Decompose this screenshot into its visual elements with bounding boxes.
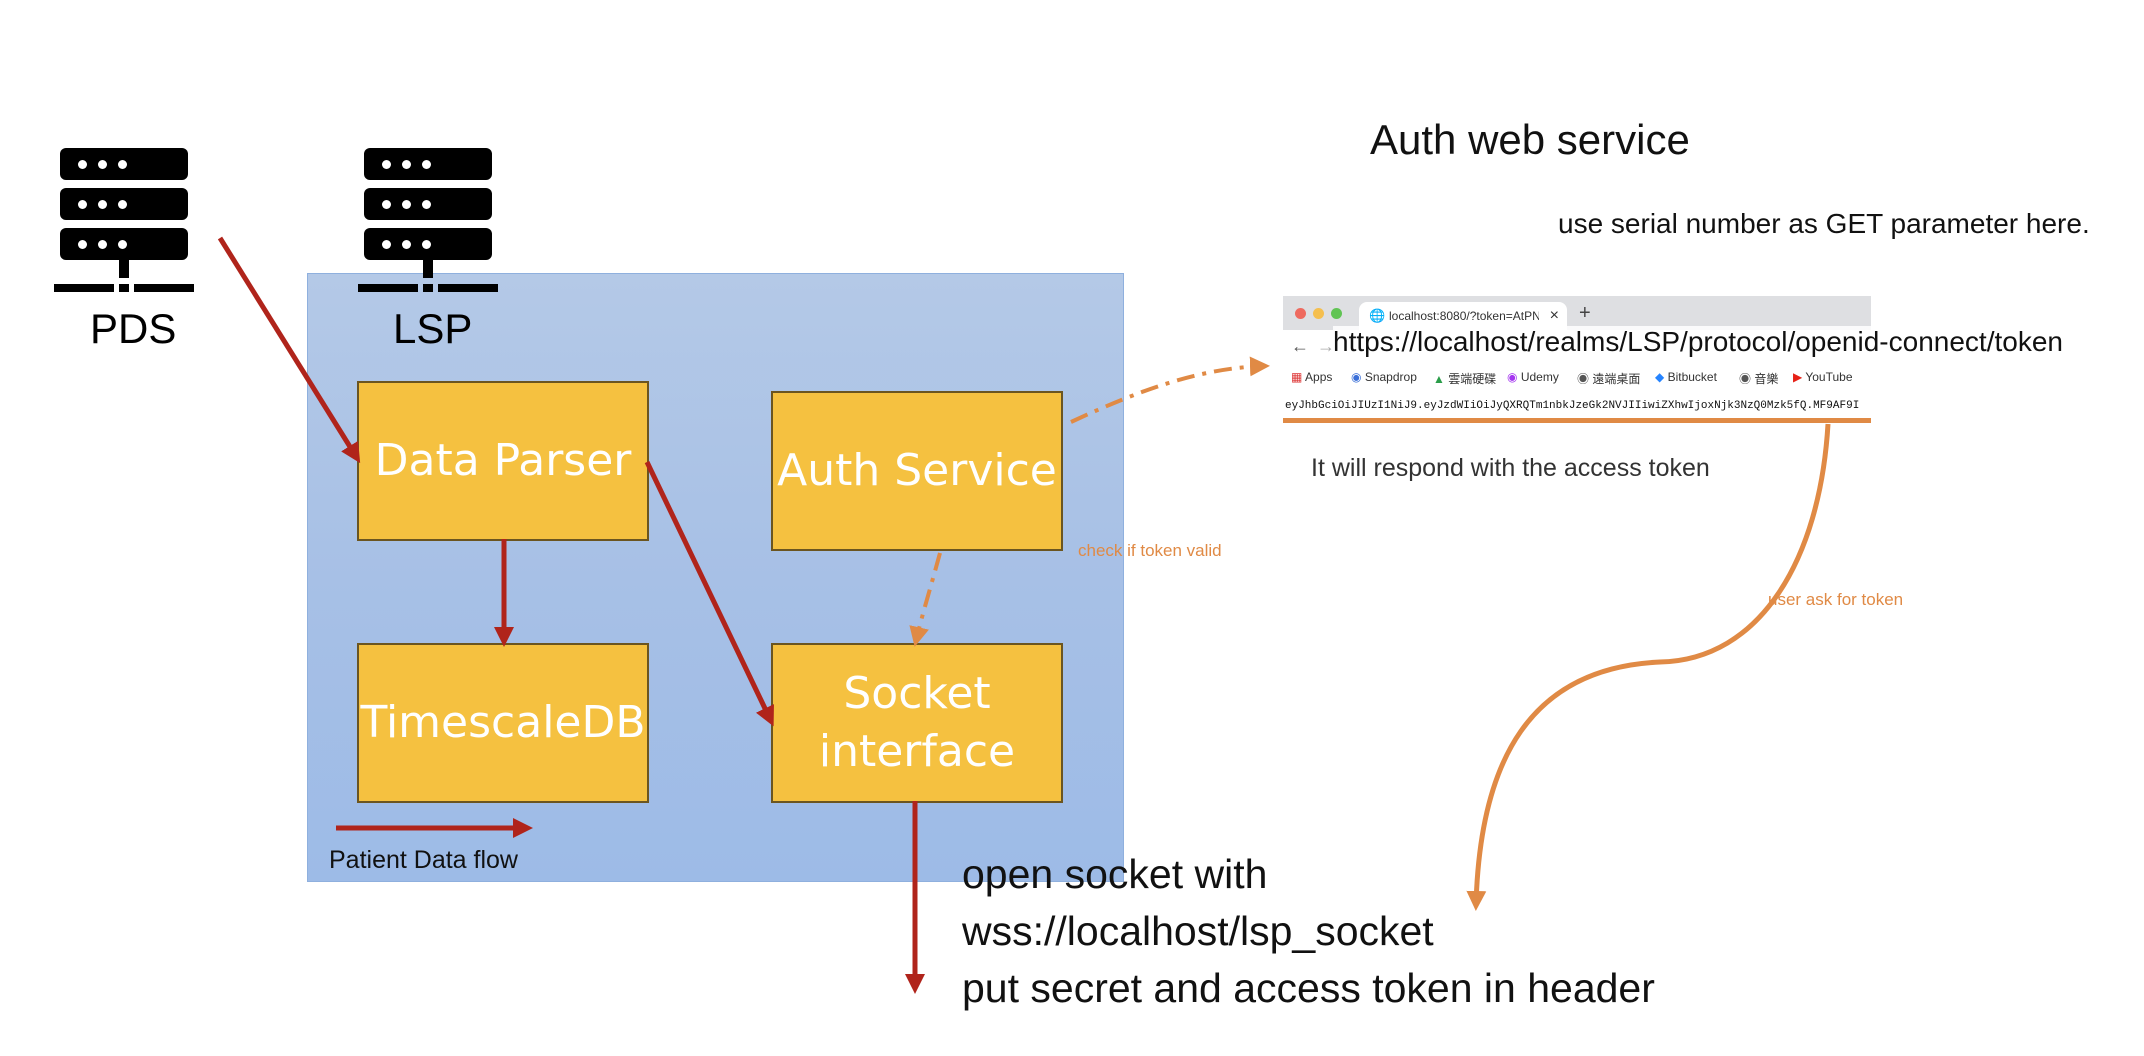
timescaledb-label: TimescaleDB [360, 697, 646, 748]
user-ask-label: user ask for token [1768, 590, 1904, 609]
bitbucket-icon: ◆ [1655, 370, 1665, 384]
globe-icon: ◉ [1739, 372, 1752, 386]
drive-icon: ▲ [1433, 372, 1445, 386]
arrow-auth-to-socket [909, 552, 942, 647]
bookmark-bitbucket[interactable]: ◆ Bitbucket [1655, 370, 1717, 384]
server-label-pds: PDS [90, 305, 177, 352]
auth-web-title: Auth web service [1370, 116, 1690, 163]
arrow-user-ask-token [1466, 423, 1831, 911]
browser-window: 🌐 localhost:8080/?token=AtPN × + ← → htt… [1283, 296, 2063, 424]
timescaledb-box: TimescaleDB [357, 643, 649, 803]
bookmark-drive[interactable]: ▲ 雲端硬碟 [1433, 372, 1497, 386]
back-arrow-icon[interactable]: ← [1291, 336, 1309, 356]
socket-note-line1: open socket with [962, 851, 1268, 897]
udemy-icon: ◉ [1507, 370, 1518, 384]
respond-note: It will respond with the access token [1311, 454, 1710, 482]
snapdrop-icon: ◉ [1351, 370, 1362, 384]
browser-tabbar: 🌐 localhost:8080/?token=AtPN × + [1283, 296, 1871, 330]
socket-note-line2: wss://localhost/lsp_socket [962, 908, 1434, 954]
check-token-label: check if token valid [1078, 541, 1222, 560]
browser-tab[interactable]: 🌐 localhost:8080/?token=AtPN × [1359, 302, 1567, 330]
bookmark-apps[interactable]: ▦ Apps [1291, 370, 1333, 384]
apps-grid-icon: ▦ [1291, 370, 1303, 384]
bookmarks-bar: ▦ Apps ◉ Snapdrop ▲ 雲端硬碟 ◉ Udemy ◉ 遠端桌面 … [1283, 366, 1871, 390]
bookmark-udemy[interactable]: ◉ Udemy [1507, 370, 1559, 384]
minimize-dot-icon[interactable] [1313, 308, 1324, 319]
close-dot-icon[interactable] [1295, 308, 1306, 319]
forward-arrow-icon[interactable]: → [1317, 336, 1335, 356]
youtube-icon: ▶ [1793, 370, 1803, 384]
legend-label: Patient Data flow [329, 846, 518, 874]
socket-interface-label-line2: interface [818, 726, 1016, 777]
token-highlight-bar [1283, 418, 1871, 423]
arrow-parser-to-socket [644, 460, 774, 727]
bookmark-snapdrop[interactable]: ◉ Snapdrop [1351, 370, 1417, 384]
bookmark-music[interactable]: ◉ 音樂 [1739, 372, 1779, 386]
tab-title: localhost:8080/?token=AtPN [1389, 309, 1539, 323]
socket-note-line3: put secret and access token in header [962, 965, 1655, 1011]
bookmark-youtube[interactable]: ▶ YouTube [1793, 370, 1853, 384]
new-tab-button[interactable]: + [1579, 302, 1591, 324]
socket-interface-label-line1: Socket [843, 668, 991, 719]
globe-icon: 🌐 [1369, 308, 1386, 323]
globe-icon: ◉ [1577, 372, 1590, 386]
socket-note: open socket with wss://localhost/lsp_soc… [962, 846, 1655, 1017]
bookmark-remote-desktop[interactable]: ◉ 遠端桌面 [1577, 372, 1641, 386]
arrow-pds-to-parser [217, 236, 361, 464]
token-response-text: eyJhbGciOiJIUzI1NiJ9.eyJzdWIiOiJyQXRQTm1… [1285, 400, 1860, 412]
server-icon-lsp [358, 148, 504, 296]
server-icon-pds [54, 148, 200, 296]
maximize-dot-icon[interactable] [1331, 308, 1342, 319]
auth-service-label: Auth Service [777, 445, 1057, 496]
auth-service-box: Auth Service [771, 391, 1063, 551]
tab-close-icon[interactable]: × [1549, 307, 1559, 324]
server-label-lsp: LSP [393, 305, 473, 352]
address-url[interactable]: https://localhost/realms/LSP/protocol/op… [1333, 326, 2063, 358]
auth-web-hint: use serial number as GET parameter here. [1558, 208, 2090, 239]
socket-interface-box: Socket interface [771, 643, 1063, 803]
data-parser-label: Data Parser [374, 435, 632, 486]
arrow-auth-to-web [1070, 356, 1270, 424]
